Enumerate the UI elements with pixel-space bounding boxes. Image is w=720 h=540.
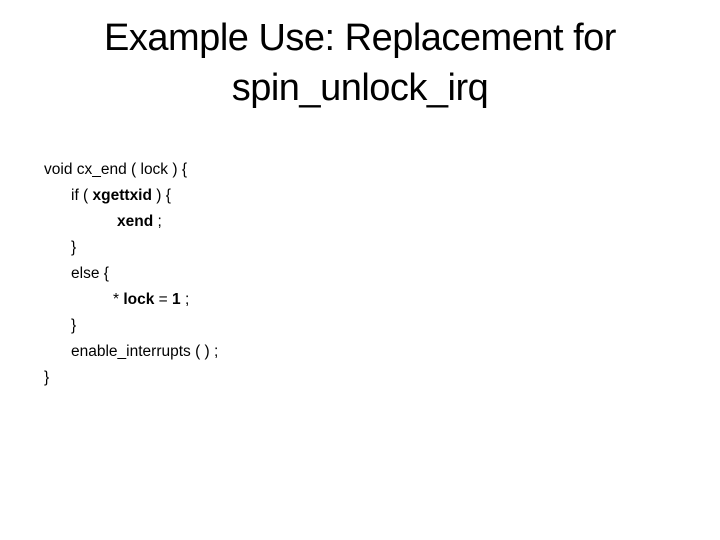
code-line: if ( xgettxid ) { xyxy=(44,183,218,209)
slide-title-line-2: spin_unlock_irq xyxy=(231,67,489,109)
code-line: xend ; xyxy=(44,209,218,235)
slide-title: Example Use: Replacement for spin_unlock… xyxy=(0,13,720,113)
code-text: else { xyxy=(71,265,109,282)
code-block: void cx_end ( lock ) {if ( xgettxid ) {x… xyxy=(44,157,218,391)
code-line: } xyxy=(44,313,218,339)
slide-title-line-1: Example Use: Replacement for xyxy=(104,17,616,59)
code-line: else { xyxy=(44,261,218,287)
code-text: } xyxy=(44,369,50,386)
code-text: * xyxy=(113,291,124,308)
code-text: } xyxy=(71,317,77,334)
code-line: } xyxy=(44,235,218,261)
code-text-bold: xend xyxy=(117,213,154,230)
code-text: ; xyxy=(153,213,162,230)
code-text-bold: xgettxid xyxy=(92,187,152,204)
code-text: ) { xyxy=(151,187,171,204)
code-text: = xyxy=(154,291,173,308)
code-line: void cx_end ( lock ) { xyxy=(44,157,218,183)
code-text-bold: 1 xyxy=(172,291,181,308)
code-text: ; xyxy=(180,291,190,308)
code-text: enable_interrupts ( ) ; xyxy=(71,343,219,360)
code-line: } xyxy=(44,365,218,391)
code-text: } xyxy=(71,239,77,256)
code-text: void cx_end ( lock ) { xyxy=(44,161,188,178)
code-text-bold: lock xyxy=(123,291,155,308)
code-line: enable_interrupts ( ) ; xyxy=(44,339,218,365)
code-line: * lock = 1 ; xyxy=(44,287,218,313)
code-text: if ( xyxy=(71,187,93,204)
